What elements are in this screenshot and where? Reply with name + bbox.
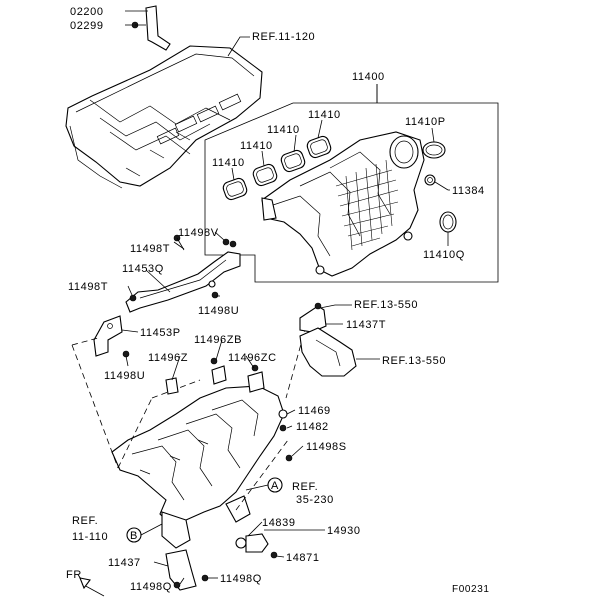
label-11498q-a: 11498Q bbox=[130, 581, 172, 593]
brackets-11496-drawing bbox=[165, 357, 265, 395]
label-11437t: 11437T bbox=[346, 319, 386, 331]
label-11437: 11437 bbox=[108, 557, 141, 569]
label-11498t-b: 11498T bbox=[68, 281, 108, 293]
label-11400: 11400 bbox=[352, 71, 385, 83]
label-11410-d: 11410 bbox=[212, 157, 245, 169]
figure-code: F00231 bbox=[452, 584, 490, 595]
label-11498u-a: 11498U bbox=[198, 305, 239, 317]
manifold-assembly-box bbox=[204, 84, 499, 283]
label-11498v: 11498V bbox=[178, 227, 219, 239]
label-11496zc: 11496ZC bbox=[228, 352, 277, 364]
label-11482: 11482 bbox=[296, 421, 329, 433]
label-11384: 11384 bbox=[452, 185, 485, 197]
bracket-02200-drawing bbox=[131, 5, 171, 51]
label-14871: 14871 bbox=[286, 552, 320, 564]
label-11498u-b: 11498U bbox=[104, 370, 145, 382]
seal-11410q-drawing bbox=[439, 211, 457, 246]
label-ref-13-550-b: REF.13-550 bbox=[382, 355, 446, 367]
oring-11410p-drawing bbox=[422, 141, 446, 159]
label-ref-11-110-a: REF. bbox=[72, 515, 98, 527]
label-front: FR bbox=[66, 569, 82, 581]
bolts-upper-drawing bbox=[173, 234, 230, 299]
label-14930: 14930 bbox=[327, 525, 361, 537]
label-11410-b: 11410 bbox=[267, 124, 300, 136]
label-11410q: 11410Q bbox=[423, 249, 465, 261]
bracket-11437t-drawing bbox=[299, 302, 327, 333]
front-arrow-drawing bbox=[79, 577, 105, 597]
label-02299: 02299 bbox=[70, 20, 104, 32]
lower-intake-manifold-drawing bbox=[111, 385, 285, 549]
sensor-11384-drawing bbox=[424, 174, 449, 191]
label-11498s: 11498S bbox=[306, 441, 347, 453]
part-labels: 02200 02299 REF.11-120 11400 11410 11410… bbox=[66, 6, 490, 595]
label-02200: 02200 bbox=[70, 6, 104, 18]
label-ref-11-110-b: 11-110 bbox=[72, 531, 108, 543]
label-ref-11-120: REF.11-120 bbox=[252, 31, 315, 43]
label-11453q: 11453Q bbox=[122, 263, 164, 275]
cylinder-head-drawing bbox=[65, 45, 263, 189]
label-ref-35-230-a: REF. bbox=[292, 481, 318, 493]
label-11496z: 11496Z bbox=[148, 352, 188, 364]
label-ref-35-230-b: 35-230 bbox=[296, 494, 334, 506]
bracket-11437-drawing bbox=[165, 549, 209, 591]
label-11410-a: 11410 bbox=[308, 109, 341, 121]
bracket-11453p-drawing bbox=[93, 315, 130, 358]
label-11498q-b: 11498Q bbox=[220, 573, 262, 585]
label-11410p: 11410P bbox=[405, 116, 446, 128]
label-11410-c: 11410 bbox=[240, 140, 273, 152]
label-ref-13-550-a: REF.13-550 bbox=[354, 299, 418, 311]
tube-ref-13-550-drawing bbox=[299, 327, 357, 377]
label-11469: 11469 bbox=[298, 405, 331, 417]
upper-intake-manifold-drawing bbox=[261, 131, 425, 277]
label-11453p: 11453P bbox=[140, 327, 181, 339]
gasket-set-drawing bbox=[222, 135, 332, 201]
label-11498t-a: 11498T bbox=[130, 243, 170, 255]
sensor-14930-drawing bbox=[235, 533, 278, 559]
leader-lines bbox=[121, 10, 450, 585]
plugs-right-drawing bbox=[278, 409, 293, 462]
label-11496zb: 11496ZB bbox=[194, 334, 242, 346]
callout-b: B bbox=[130, 530, 138, 542]
callout-a: A bbox=[271, 480, 279, 492]
label-14839: 14839 bbox=[262, 517, 296, 529]
